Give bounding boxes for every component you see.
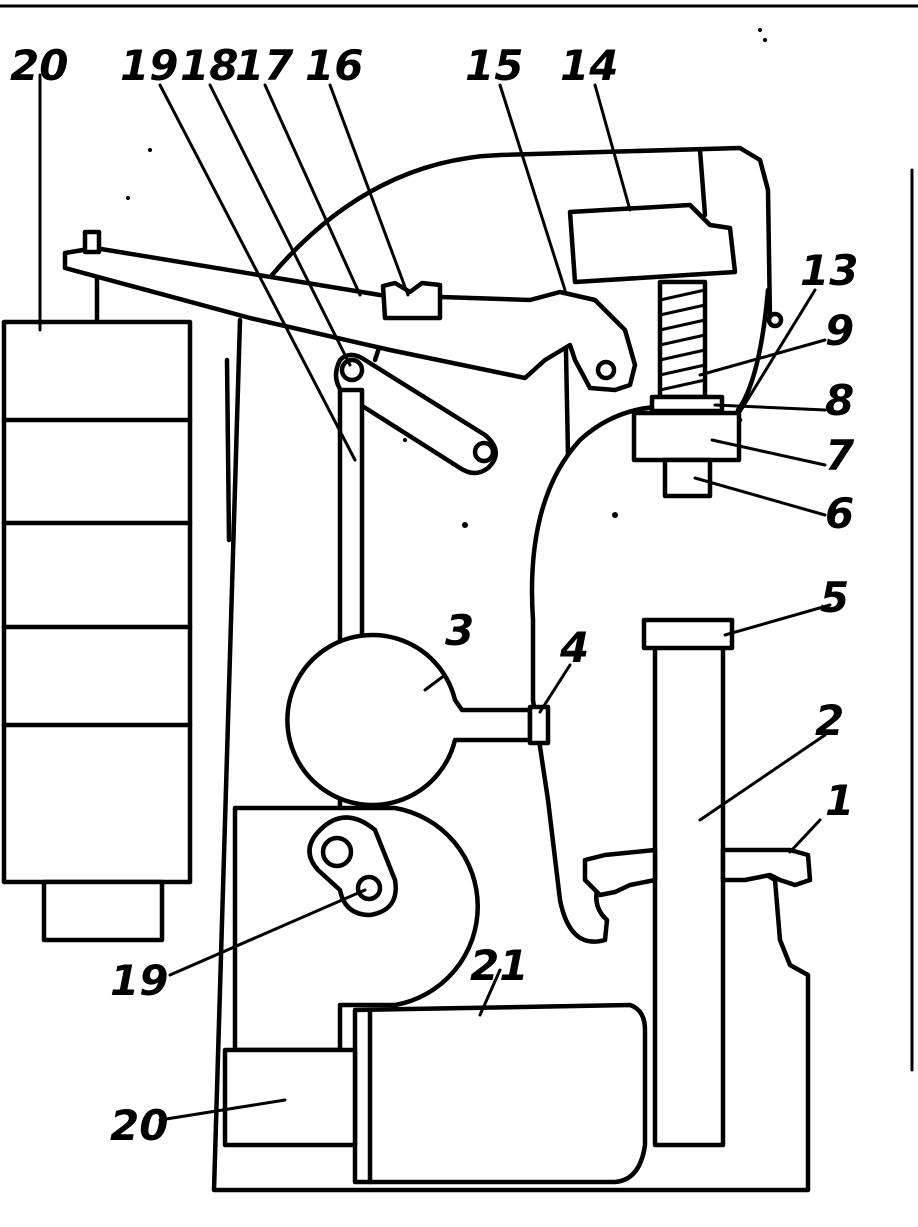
label-7: 7	[825, 431, 855, 480]
housing-12	[567, 147, 738, 285]
label-1: 1	[825, 776, 854, 825]
part-labels: 20 19 18 17 16 15 14 13 9 8 7 6 5 4 3 2 …	[10, 41, 858, 1150]
spindle-6	[662, 457, 713, 499]
leader-lines	[38, 73, 832, 1122]
label-12: 14	[560, 41, 618, 90]
handwheel-1	[582, 847, 813, 898]
cam-housing	[232, 805, 480, 1053]
counterweight-18	[1, 234, 193, 943]
gearbox-20	[222, 1047, 358, 1148]
nut-8	[649, 394, 725, 414]
print-specks	[126, 28, 767, 528]
label-5: 5	[820, 573, 849, 622]
label-4: 4	[559, 623, 589, 672]
label-16: 18	[180, 41, 238, 90]
label-6: 6	[825, 489, 854, 538]
link-arm-16	[333, 352, 498, 476]
motor-21	[352, 1002, 648, 1185]
label-21: 21	[470, 941, 528, 990]
lever-15	[62, 229, 638, 393]
crank-19	[307, 815, 398, 918]
column-2	[641, 617, 735, 1148]
machine-body	[211, 145, 811, 1193]
collar-7	[631, 410, 742, 463]
block-14	[380, 280, 443, 321]
pin-11	[766, 311, 784, 329]
cap-5	[641, 617, 735, 651]
label-15: 17	[235, 41, 294, 90]
label-13: 15	[465, 41, 523, 90]
stop-4	[527, 704, 551, 746]
label-14: 16	[305, 41, 363, 90]
spring-9	[657, 279, 708, 400]
label-3: 3	[445, 606, 474, 655]
label-18: 20	[10, 41, 68, 90]
label-17: 19	[120, 41, 178, 90]
label-11: 13	[800, 246, 858, 295]
label-19: 19	[110, 956, 168, 1005]
label-8: 8	[825, 376, 854, 425]
label-20: 20	[110, 1101, 168, 1150]
label-2: 2	[815, 696, 844, 745]
sector-3	[285, 632, 551, 808]
label-9: 9	[825, 306, 854, 355]
